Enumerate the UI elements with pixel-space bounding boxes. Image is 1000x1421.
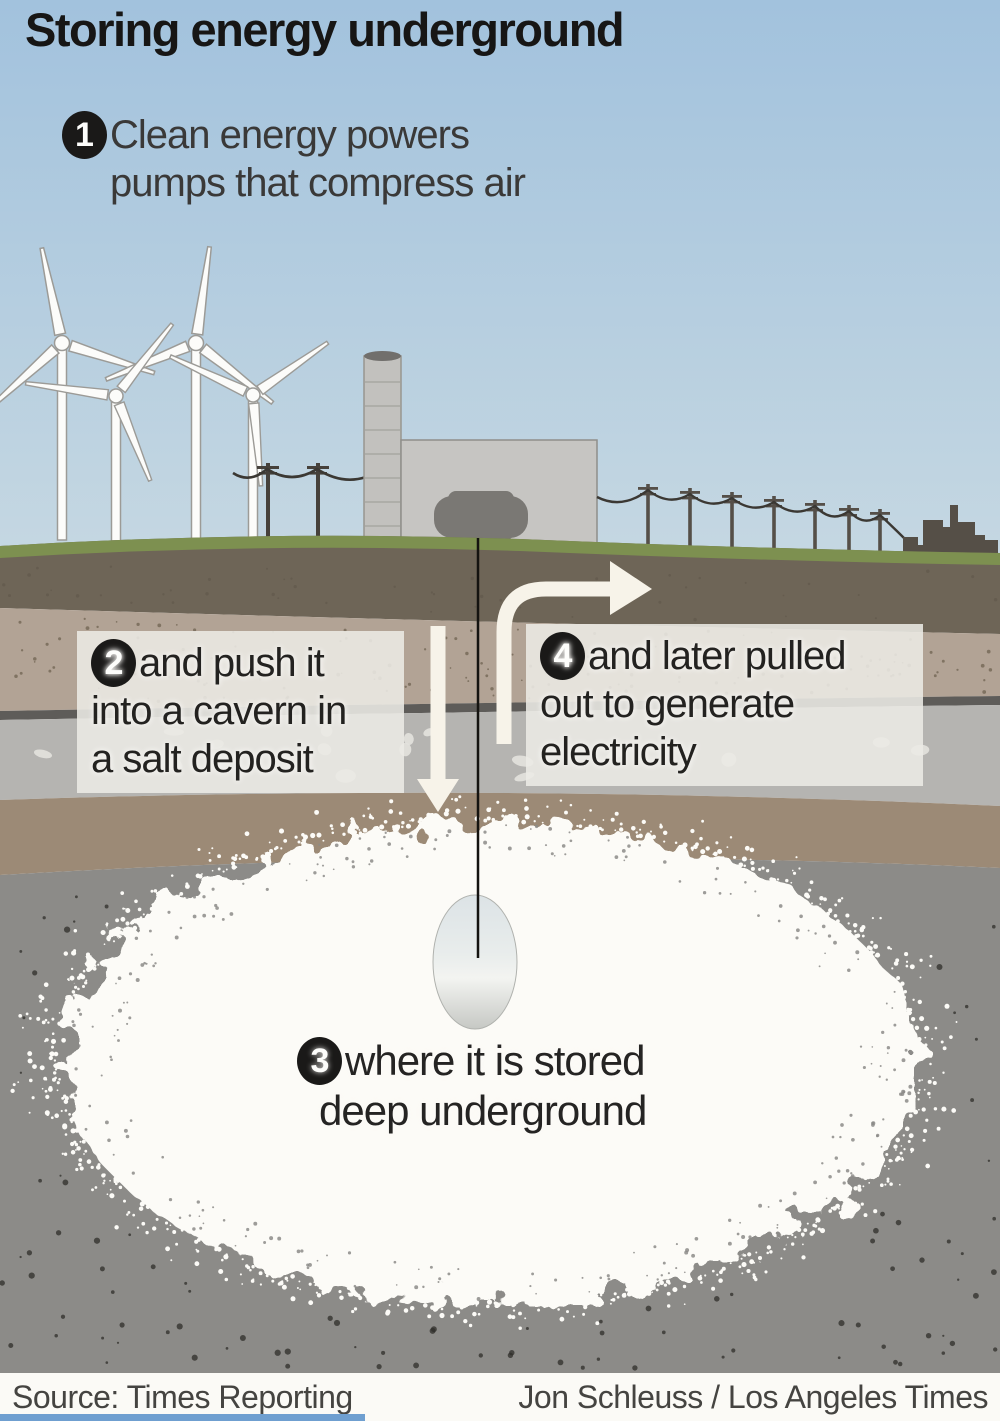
author-credit: Jon Schleuss / Los Angeles Times: [518, 1378, 988, 1415]
step-4-line-2: out to generate: [540, 682, 795, 726]
topsoil-speckles: [2, 565, 998, 622]
salt-spray: [10, 795, 958, 1330]
step-2-line-2: into a cavern in: [91, 689, 347, 733]
step-1-line-1: Clean energy powers: [110, 113, 470, 157]
salt-deposit: [62, 822, 918, 1302]
step-4-line-3: electricity: [540, 730, 697, 774]
power-lines: [232, 467, 367, 481]
step-3: 3 where it is stored deep underground: [297, 1036, 647, 1136]
step-2: 2 and push it into a cavern in a salt de…: [77, 631, 404, 793]
cavern: [432, 894, 518, 1030]
source-credit: Source: Times Reporting: [12, 1378, 353, 1415]
step-1-line-2: pumps that compress air: [110, 161, 526, 205]
footer: Source: Times Reporting Jon Schleuss / L…: [0, 1373, 1000, 1421]
grass-surface: [0, 535, 1000, 565]
step-3-line-2: deep underground: [319, 1087, 647, 1134]
page-title: Storing energy underground: [25, 3, 625, 56]
step-2-line-3: a salt deposit: [91, 737, 314, 781]
compressor-tank-icon: [434, 491, 528, 540]
power-pole-icon: [638, 484, 890, 573]
step-3-line-1: where it is stored: [345, 1037, 645, 1084]
power-lines: [596, 488, 907, 541]
step-1: 1 Clean energy powers pumps that compres…: [62, 111, 526, 207]
step-1-badge: 1: [62, 111, 107, 159]
power-pole-icon: [232, 463, 367, 543]
down-arrow-icon: [417, 626, 459, 812]
topsoil-layer: [0, 535, 1000, 634]
curved-arrow-icon: [496, 561, 652, 744]
step-2-badge: 2: [91, 639, 136, 687]
step-3-badge: 3: [297, 1037, 342, 1085]
smokestack-icon: [363, 351, 402, 549]
step-4: 4 and later pulled out to generate elect…: [526, 624, 923, 786]
step-4-line-1: and later pulled: [588, 634, 847, 678]
bedrock-speckles: [0, 895, 998, 1371]
bottom-edge-strip: [0, 1414, 365, 1421]
step-4-badge: 4: [540, 632, 585, 680]
step-2-line-1: and push it: [139, 641, 325, 685]
city-skyline-icon: [903, 505, 998, 556]
